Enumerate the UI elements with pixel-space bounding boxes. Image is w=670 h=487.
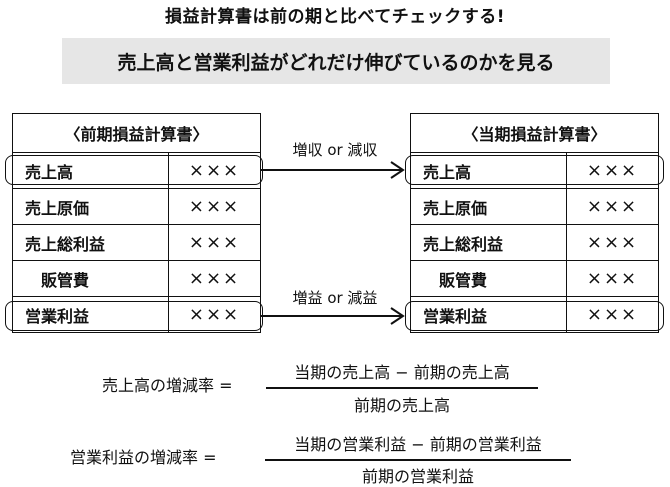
row-label-gross-profit: 売上総利益 (410, 224, 567, 261)
current-pl-table: 〈当期損益計算書〉 売上高 ××× 売上原価 ××× 売上総利益 ××× 販管費… (409, 113, 660, 333)
sales-growth-numerator: 当期の売上高 − 前期の売上高 (294, 363, 510, 382)
subtitle-text: 売上高と営業利益がどれだけ伸びているのかを見る (117, 51, 555, 74)
row-value-cogs: ××× (565, 188, 660, 225)
row-value-sga: ××× (167, 260, 262, 297)
sales-growth-denominator: 前期の売上高 (353, 396, 450, 415)
profit-growth-lhs: 営業利益の増減率 = (70, 448, 217, 467)
row-value-gross-profit: ××× (565, 224, 660, 261)
row-value-sales: ××× (167, 152, 262, 189)
previous-pl-header: 〈前期損益計算書〉 (11, 113, 262, 153)
row-value-gross-profit: ××× (167, 224, 262, 261)
profit-arrow-icon (261, 307, 405, 325)
current-pl-header: 〈当期損益計算書〉 (409, 113, 660, 153)
sales-fraction-bar (266, 387, 538, 389)
row-value-operating-profit: ××× (167, 296, 262, 333)
row-value-operating-profit: ××× (565, 296, 660, 333)
profit-fraction-bar (265, 459, 571, 461)
profit-growth-numerator: 当期の営業利益 − 前期の営業利益 (294, 435, 542, 454)
right-operating-profit-highlight (405, 301, 664, 331)
right-sales-highlight (405, 155, 664, 185)
profit-change-label: 増益 or 減益 (292, 289, 378, 307)
row-label-cogs: 売上原価 (410, 188, 567, 225)
sales-growth-lhs: 売上高の増減率 = (102, 376, 233, 395)
left-sales-highlight (5, 155, 263, 185)
row-label-sga: 販管費 (410, 260, 567, 297)
row-label-cogs: 売上原価 (12, 188, 169, 225)
sales-change-label: 増収 or 減収 (292, 141, 378, 159)
row-label-sga: 販管費 (12, 260, 169, 297)
row-value-sga: ××× (565, 260, 660, 297)
page-title: 損益計算書は前の期と比べてチェックする! (164, 7, 506, 27)
left-operating-profit-highlight (5, 301, 263, 331)
profit-growth-denominator: 前期の営業利益 (361, 467, 474, 486)
row-value-sales: ××× (565, 152, 660, 189)
row-label-operating-profit: 営業利益 (410, 296, 567, 333)
previous-pl-table: 〈前期損益計算書〉 売上高 ××× 売上原価 ××× 売上総利益 ××× 販管費… (11, 113, 262, 333)
sales-arrow-icon (261, 161, 405, 179)
row-value-cogs: ××× (167, 188, 262, 225)
row-label-gross-profit: 売上総利益 (12, 224, 169, 261)
row-label-sales: 売上高 (12, 152, 169, 189)
subtitle-banner: 売上高と営業利益がどれだけ伸びているのかを見る (62, 38, 610, 84)
